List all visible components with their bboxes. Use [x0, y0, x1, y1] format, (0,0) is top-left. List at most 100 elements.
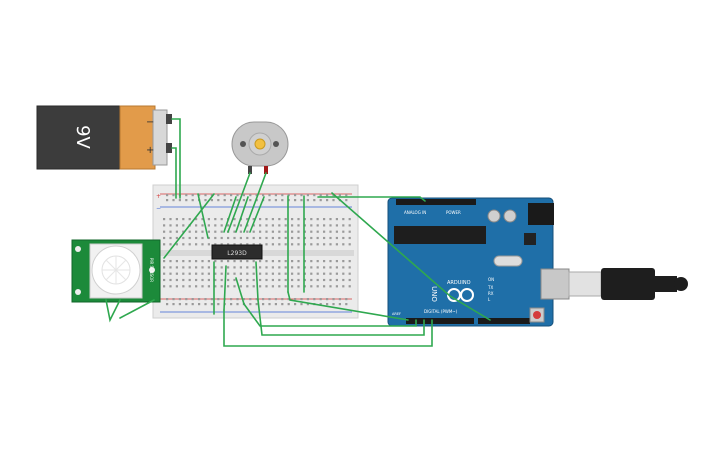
- breadboard-hole[interactable]: [204, 194, 207, 197]
- breadboard-hole[interactable]: [294, 194, 297, 197]
- breadboard-hole[interactable]: [335, 272, 338, 275]
- breadboard-hole[interactable]: [246, 236, 249, 240]
- breadboard-hole[interactable]: [284, 236, 287, 240]
- breadboard-hole[interactable]: [249, 199, 252, 202]
- breadboard-hole[interactable]: [284, 260, 287, 263]
- breadboard-hole[interactable]: [182, 285, 185, 288]
- breadboard-hole[interactable]: [262, 298, 265, 301]
- breadboard-hole[interactable]: [182, 243, 185, 246]
- breadboard-hole[interactable]: [278, 266, 281, 269]
- breadboard-hole[interactable]: [271, 243, 274, 246]
- breadboard-hole[interactable]: [310, 285, 313, 288]
- breadboard-hole[interactable]: [294, 298, 297, 301]
- breadboard-hole[interactable]: [348, 230, 351, 233]
- breadboard-hole[interactable]: [338, 194, 341, 197]
- breadboard-hole[interactable]: [342, 236, 345, 240]
- breadboard-hole[interactable]: [220, 230, 223, 233]
- breadboard-hole[interactable]: [310, 266, 313, 269]
- breadboard-hole[interactable]: [166, 298, 169, 301]
- breadboard-hole[interactable]: [284, 230, 287, 233]
- breadboard-hole[interactable]: [239, 224, 242, 227]
- breadboard-hole[interactable]: [265, 266, 268, 269]
- breadboard-hole[interactable]: [214, 285, 217, 288]
- breadboard-hole[interactable]: [287, 298, 290, 301]
- breadboard-hole[interactable]: [233, 230, 236, 233]
- breadboard-hole[interactable]: [348, 266, 351, 269]
- breadboard-hole[interactable]: [335, 230, 338, 233]
- breadboard-hole[interactable]: [332, 303, 335, 306]
- breadboard-hole[interactable]: [252, 230, 255, 233]
- breadboard-hole[interactable]: [335, 285, 338, 288]
- breadboard-hole[interactable]: [207, 218, 210, 221]
- breadboard-hole[interactable]: [297, 260, 300, 263]
- breadboard-hole[interactable]: [284, 224, 287, 227]
- breadboard-hole[interactable]: [287, 303, 290, 306]
- breadboard-hole[interactable]: [316, 272, 319, 275]
- breadboard-hole[interactable]: [274, 303, 277, 306]
- breadboard-hole[interactable]: [249, 298, 252, 301]
- breadboard-hole[interactable]: [323, 236, 326, 240]
- breadboard-hole[interactable]: [255, 303, 258, 306]
- wire-4[interactable]: [235, 196, 249, 233]
- wire-loop-2[interactable]: [257, 299, 425, 336]
- breadboard-hole[interactable]: [220, 266, 223, 269]
- breadboard-hole[interactable]: [233, 243, 236, 246]
- breadboard-hole[interactable]: [175, 230, 178, 233]
- breadboard-hole[interactable]: [227, 272, 230, 275]
- breadboard-hole[interactable]: [204, 199, 207, 202]
- breadboard-hole[interactable]: [310, 218, 313, 221]
- breadboard-hole[interactable]: [316, 224, 319, 227]
- wire-signal-diag[interactable]: [331, 192, 491, 321]
- breadboard-hole[interactable]: [252, 285, 255, 288]
- breadboard-hole[interactable]: [188, 243, 191, 246]
- breadboard-hole[interactable]: [172, 298, 175, 301]
- breadboard-hole[interactable]: [188, 218, 191, 221]
- breadboard-hole[interactable]: [207, 272, 210, 275]
- breadboard-hole[interactable]: [166, 303, 169, 306]
- breadboard-hole[interactable]: [217, 303, 220, 306]
- breadboard-hole[interactable]: [271, 260, 274, 263]
- breadboard-hole[interactable]: [281, 194, 284, 197]
- breadboard-hole[interactable]: [252, 243, 255, 246]
- breadboard-hole[interactable]: [316, 236, 319, 240]
- breadboard-hole[interactable]: [303, 285, 306, 288]
- breadboard-hole[interactable]: [169, 260, 172, 263]
- wire-loop-4[interactable]: [287, 291, 409, 321]
- breadboard-hole[interactable]: [236, 298, 239, 301]
- breadboard-hole[interactable]: [278, 260, 281, 263]
- breadboard-hole[interactable]: [201, 236, 204, 240]
- breadboard-hole[interactable]: [220, 236, 223, 240]
- breadboard-hole[interactable]: [268, 199, 271, 202]
- breadboard-hole[interactable]: [201, 218, 204, 221]
- breadboard-hole[interactable]: [227, 243, 230, 246]
- breadboard-hole[interactable]: [188, 230, 191, 233]
- breadboard-hole[interactable]: [297, 285, 300, 288]
- breadboard-hole[interactable]: [201, 266, 204, 269]
- breadboard-hole[interactable]: [281, 199, 284, 202]
- breadboard-hole[interactable]: [297, 272, 300, 275]
- breadboard-hole[interactable]: [306, 298, 309, 301]
- wire-loop-1[interactable]: [223, 309, 433, 347]
- breadboard-hole[interactable]: [323, 243, 326, 246]
- breadboard-hole[interactable]: [259, 230, 262, 233]
- breadboard-hole[interactable]: [319, 303, 322, 306]
- breadboard-hole[interactable]: [274, 194, 277, 197]
- breadboard-hole[interactable]: [201, 278, 204, 282]
- wire-2[interactable]: [197, 193, 209, 239]
- breadboard-hole[interactable]: [227, 224, 230, 227]
- breadboard-hole[interactable]: [329, 272, 332, 275]
- breadboard-hole[interactable]: [182, 224, 185, 227]
- breadboard-hole[interactable]: [291, 272, 294, 275]
- breadboard-hole[interactable]: [278, 218, 281, 221]
- breadboard-hole[interactable]: [207, 260, 210, 263]
- breadboard-hole[interactable]: [175, 278, 178, 282]
- breadboard-hole[interactable]: [214, 236, 217, 240]
- breadboard-hole[interactable]: [191, 199, 194, 202]
- breadboard-hole[interactable]: [262, 303, 265, 306]
- breadboard-hole[interactable]: [297, 230, 300, 233]
- breadboard-hole[interactable]: [188, 266, 191, 269]
- breadboard-hole[interactable]: [195, 218, 198, 221]
- breadboard-hole[interactable]: [207, 266, 210, 269]
- breadboard-hole[interactable]: [185, 194, 188, 197]
- breadboard-hole[interactable]: [323, 272, 326, 275]
